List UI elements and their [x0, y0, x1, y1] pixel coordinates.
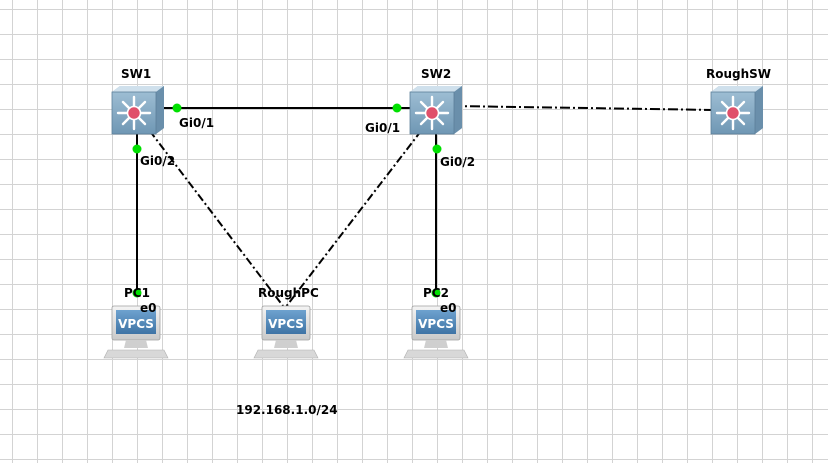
sw1-port-gi01-label: Gi0/1 [179, 116, 214, 130]
pc-roughpc[interactable]: VPCS [253, 305, 319, 359]
sw2-port-gi02-label: Gi0/2 [440, 155, 475, 169]
switch-sw1[interactable] [110, 84, 166, 136]
switch-roughsw[interactable] [709, 84, 765, 136]
switch-sw2[interactable] [408, 84, 464, 136]
port-status-dot [172, 103, 182, 113]
link-sw2-roughpc[interactable] [284, 117, 432, 309]
port-indicators [132, 103, 442, 298]
vpcs-pc-icon [253, 305, 319, 359]
port-status-dot [431, 288, 441, 298]
pc1-port-e0-label: e0 [140, 301, 157, 315]
roughsw-label: RoughSW [706, 67, 771, 81]
pc1-screen-text: VPCS [118, 317, 154, 331]
link-sw2-roughsw[interactable] [451, 105, 717, 111]
pc1-label: PC1 [124, 286, 150, 300]
link-sw1-roughpc[interactable] [139, 117, 284, 307]
port-status-dot [132, 144, 142, 154]
sw2-label: SW2 [421, 67, 451, 81]
links [136, 105, 717, 309]
roughpc-label: RoughPC [258, 286, 319, 300]
multilayer-switch-icon [709, 84, 765, 136]
sw2-port-gi01-label: Gi0/1 [365, 121, 400, 135]
pc2-screen-text: VPCS [418, 317, 454, 331]
roughpc-screen-text: VPCS [268, 317, 304, 331]
pc-pc1[interactable]: VPCS [103, 305, 169, 359]
pc-pc2[interactable]: VPCS [403, 305, 469, 359]
pc2-port-e0-label: e0 [440, 301, 457, 315]
sw1-label: SW1 [121, 67, 151, 81]
pc2-label: PC2 [423, 286, 449, 300]
vpcs-pc-icon [103, 305, 169, 359]
subnet-annotation[interactable]: 192.168.1.0/24 [236, 403, 338, 417]
port-status-dot [132, 288, 142, 298]
sw1-port-gi02-label: Gi0/2 [140, 154, 175, 168]
multilayer-switch-icon [110, 84, 166, 136]
vpcs-pc-icon [403, 305, 469, 359]
port-status-dot [392, 103, 402, 113]
port-status-dot [432, 144, 442, 154]
multilayer-switch-icon [408, 84, 464, 136]
